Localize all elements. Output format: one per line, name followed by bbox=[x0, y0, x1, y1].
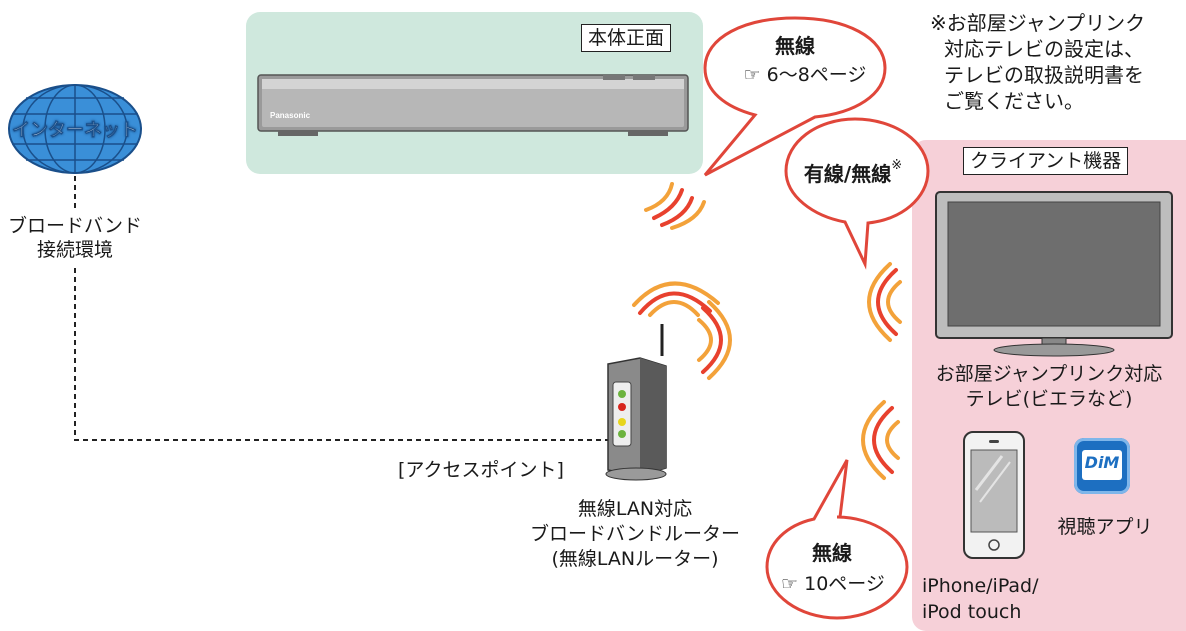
app-icon: DiM bbox=[1074, 438, 1130, 494]
app-label: 視聴アプリ bbox=[1057, 516, 1153, 538]
tv-device bbox=[935, 191, 1173, 357]
wireless-wave-icon-1 bbox=[644, 182, 706, 230]
note-line-4: ご覧ください。 bbox=[944, 89, 1084, 113]
app-icon-text: DiM bbox=[1084, 453, 1120, 472]
smartphone-device bbox=[963, 431, 1025, 559]
note-line-1: ※お部屋ジャンプリンク bbox=[930, 11, 1146, 35]
bubble-top-ref: ☞ 6〜8ページ bbox=[743, 64, 867, 86]
wireless-wave-icon-3 bbox=[697, 300, 732, 380]
recorder-device: Panasonic bbox=[257, 74, 689, 136]
globe-icon bbox=[8, 84, 142, 174]
phone-line-1: iPhone/iPad/ bbox=[922, 575, 1039, 597]
broadband-line-1: ブロードバンド bbox=[8, 215, 142, 237]
router-line-3: (無線LANルーター) bbox=[551, 548, 719, 570]
router-device bbox=[605, 324, 667, 481]
bubble-middle bbox=[784, 117, 930, 270]
router-line-1: 無線LAN対応 bbox=[577, 498, 693, 520]
note-line-2: 対応テレビの設定は、 bbox=[944, 37, 1144, 61]
access-point-label: [アクセスポイント] bbox=[398, 459, 564, 481]
broadband-line-2: 接続環境 bbox=[36, 239, 113, 261]
tv-line-2: テレビ(ビエラなど) bbox=[965, 388, 1133, 410]
note-line-3: テレビの取扱説明書を bbox=[944, 63, 1144, 87]
wireless-wave-icon-4 bbox=[867, 262, 902, 342]
wireless-wave-icon-5 bbox=[861, 400, 900, 480]
phone-line-2: iPod touch bbox=[922, 601, 1022, 623]
brand-logo: Panasonic bbox=[270, 111, 311, 120]
bubble-bottom-ref: ☞ 10ページ bbox=[781, 573, 885, 595]
app-icon-screen bbox=[1082, 450, 1122, 480]
router-line-2: ブロードバンドルーター bbox=[530, 523, 740, 545]
internet-label: インターネット bbox=[12, 120, 139, 142]
bubble-top bbox=[703, 16, 887, 177]
book-ref-icon: ☞ bbox=[743, 64, 767, 86]
client-devices-label: クライアント機器 bbox=[963, 147, 1129, 175]
bubble-middle-title: 有線/無線※ bbox=[803, 158, 903, 186]
main-unit-label: 本体正面 bbox=[581, 24, 672, 52]
tv-line-1: お部屋ジャンプリンク対応 bbox=[935, 363, 1163, 385]
bubble-top-title: 無線 bbox=[775, 34, 815, 58]
wireless-wave-icon-2 bbox=[632, 281, 720, 317]
bubble-bottom-title: 無線 bbox=[812, 541, 852, 565]
bubble-bottom bbox=[765, 459, 909, 620]
book-ref-icon: ☞ bbox=[781, 573, 805, 595]
